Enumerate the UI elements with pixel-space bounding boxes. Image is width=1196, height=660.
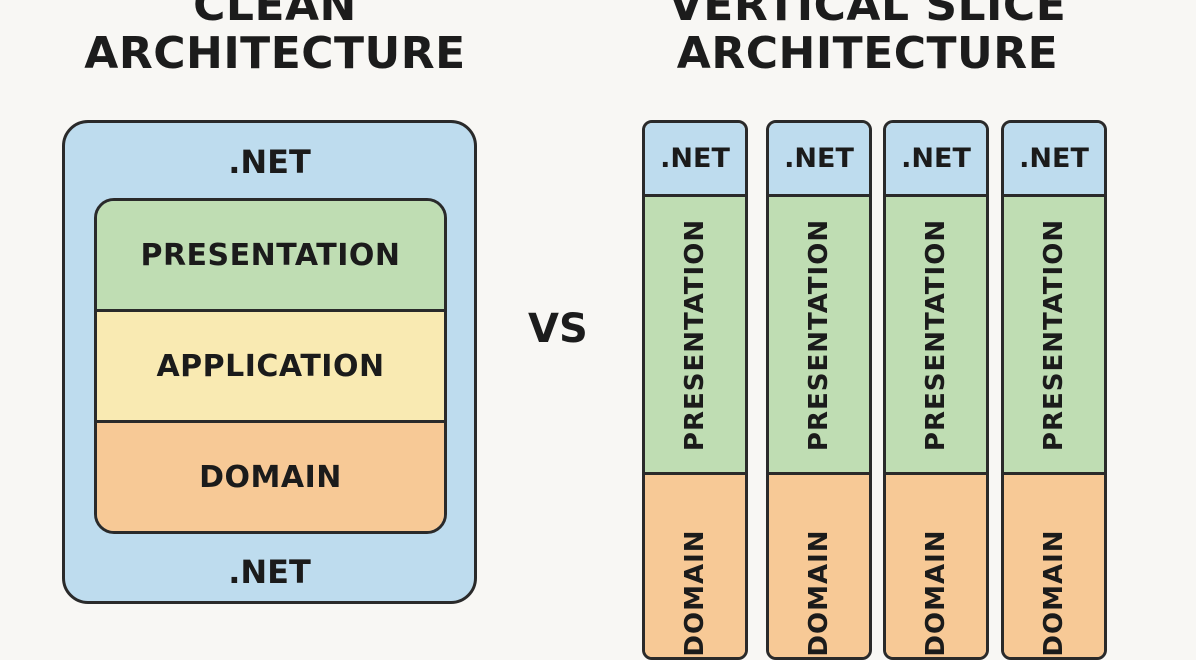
slice-presentation-label: PRESENTATION	[921, 218, 951, 451]
slice-presentation: PRESENTATION	[769, 197, 869, 475]
slice-domain: DOMAIN	[1004, 475, 1104, 657]
slice-presentation-label: PRESENTATION	[1039, 218, 1069, 451]
slice-3: .NET PRESENTATION DOMAIN	[883, 120, 989, 660]
slice-domain: DOMAIN	[645, 475, 745, 657]
layer-presentation: PRESENTATION	[97, 201, 444, 309]
vertical-slice-title: VERTICAL SLICE ARCHITECTURE	[640, 0, 1095, 78]
slice-2: .NET PRESENTATION DOMAIN	[766, 120, 872, 660]
slice-net-label: .NET	[1004, 123, 1104, 197]
layer-domain: DOMAIN	[97, 420, 444, 531]
slice-domain-label: DOMAIN	[680, 529, 710, 657]
vsa-title-line2: ARCHITECTURE	[676, 28, 1059, 79]
outer-net-label-top: .NET	[228, 143, 311, 181]
slice-domain: DOMAIN	[769, 475, 869, 657]
slice-1: .NET PRESENTATION DOMAIN	[642, 120, 748, 660]
slice-domain: DOMAIN	[886, 475, 986, 657]
slice-4: .NET PRESENTATION DOMAIN	[1001, 120, 1107, 660]
vsa-title-line1: VERTICAL SLICE	[668, 0, 1067, 31]
vertical-slices: .NET PRESENTATION DOMAIN .NET PRESENTATI…	[642, 120, 1107, 660]
slice-net-label: .NET	[769, 123, 869, 197]
slice-net-label: .NET	[645, 123, 745, 197]
slice-domain-label: DOMAIN	[921, 529, 951, 657]
clean-architecture-title: CLEAN ARCHITECTURE	[70, 0, 480, 78]
slice-domain-label: DOMAIN	[804, 529, 834, 657]
outer-net-label-bottom: .NET	[228, 553, 311, 591]
slice-domain-label: DOMAIN	[1039, 529, 1069, 657]
clean-title-line2: ARCHITECTURE	[84, 28, 466, 79]
slice-net-label: .NET	[886, 123, 986, 197]
slice-presentation: PRESENTATION	[1004, 197, 1104, 475]
clean-title-line1: CLEAN	[193, 0, 357, 31]
slice-presentation-label: PRESENTATION	[804, 218, 834, 451]
slice-presentation: PRESENTATION	[645, 197, 745, 475]
versus-label: VS	[528, 306, 588, 352]
slice-presentation-label: PRESENTATION	[680, 218, 710, 451]
layer-application: APPLICATION	[97, 309, 444, 420]
clean-architecture-outer-box: .NET PRESENTATION APPLICATION DOMAIN .NE…	[62, 120, 477, 604]
layer-stack: PRESENTATION APPLICATION DOMAIN	[94, 198, 447, 534]
slice-presentation: PRESENTATION	[886, 197, 986, 475]
